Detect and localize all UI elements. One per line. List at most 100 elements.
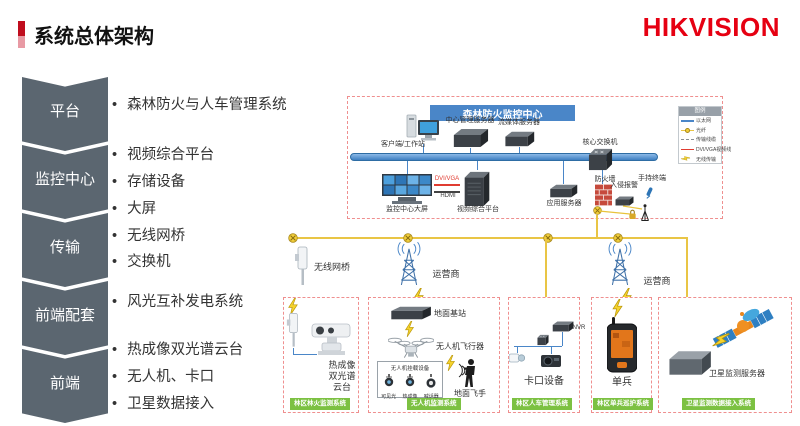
- line: [514, 346, 562, 347]
- section-satellite-footer: 卫星监测数据接入系统: [682, 398, 755, 410]
- management-server-label: 中心管理服务器: [445, 117, 495, 124]
- fiber-drop-center: [596, 215, 598, 238]
- legend-row: 以太网: [679, 116, 721, 126]
- bullet-item: •视频综合平台: [112, 143, 214, 164]
- thermal-payload-icon: [405, 374, 415, 388]
- wireless-line-icon: [681, 150, 694, 168]
- legend-label: 光纤: [696, 127, 707, 134]
- sidebar-item-transmission: 传输: [22, 213, 108, 287]
- sidebar-label: 前端配套: [34, 306, 95, 324]
- legend-row: 光纤: [679, 126, 721, 136]
- line: [563, 161, 564, 184]
- carrier-label: 运营商: [432, 269, 460, 279]
- bullet-dot: •: [112, 294, 118, 310]
- fiber-drop-satellite: [686, 239, 688, 352]
- media-server-label: 流媒体服务器: [498, 119, 540, 126]
- bullet-item: • 存储设备: [112, 170, 185, 191]
- lightning-icon: [611, 299, 624, 317]
- handheld-terminal-label: 手持终端: [638, 175, 666, 182]
- bullet-item: •交换机: [112, 250, 171, 271]
- line: [423, 144, 424, 153]
- payload-label: 喊话器: [423, 394, 439, 400]
- ethernet-bus: [350, 153, 658, 161]
- legend-label: 以太网: [696, 118, 712, 125]
- section-checkpoint-footer: 林区人车管理系统: [512, 398, 572, 410]
- ground-station-label: 地面基站: [434, 309, 466, 318]
- payload-item: 热成像: [401, 374, 419, 400]
- fiber-drop-checkpoint: [545, 239, 547, 333]
- video-platform-label: 视频综合平台: [457, 206, 499, 213]
- wireless-bridge-icon: [294, 246, 310, 286]
- bullet-camera-icon: [509, 351, 525, 365]
- lightning-icon: [445, 355, 456, 371]
- nvr-label: NVR: [572, 325, 586, 331]
- bullet-item: •热成像双光谱云台: [112, 338, 243, 359]
- handheld-terminal-icon: [645, 186, 654, 200]
- app-server-label: 应用服务器: [546, 200, 582, 207]
- fiber-line-icon: [681, 127, 694, 133]
- uav-payload-title: 无人机挂载设备: [390, 366, 430, 372]
- bullet-text: 视频综合平台: [127, 147, 215, 163]
- bullet-dot: •: [112, 97, 118, 113]
- line: [293, 354, 317, 355]
- video-platform-icon: [462, 170, 492, 206]
- page-title: 系统总体架构: [34, 26, 154, 48]
- carrier-tower-icon: [390, 242, 428, 288]
- bullet-text: 风光互补发电系统: [127, 294, 244, 310]
- visible-light-payload-icon: [384, 374, 394, 388]
- media-server-icon: [503, 131, 535, 147]
- thermal-ptz-camera-icon: [308, 322, 354, 358]
- speaker-payload-icon: [426, 374, 436, 388]
- bullet-text: 大屏: [127, 201, 157, 217]
- thermal-ptz-label: 热成像 双光谱 云台: [322, 360, 362, 393]
- payload-item: 可见光: [380, 374, 398, 400]
- sidebar-label: 传输: [49, 238, 80, 256]
- legend: 图例 以太网 光纤 传输线缆 DVI/VGA视频线 无线传输: [678, 106, 731, 164]
- section-soldier-footer: 林区单兵巡护系统: [593, 398, 653, 410]
- bullet-dot: •: [112, 174, 118, 190]
- bullet-dot: •: [112, 201, 118, 217]
- nvr-icon: [551, 321, 574, 332]
- bullet-item: • 森林防火与人车管理系统: [112, 93, 287, 114]
- ground-pilot-label: 地面飞手: [454, 389, 486, 398]
- firewall-label: 防火墙: [594, 176, 616, 183]
- line: [470, 148, 471, 153]
- sidebar-item-monitor-center: 监控中心: [22, 145, 108, 219]
- bullet-text: 存储设备: [127, 174, 186, 190]
- video-line-icon: [681, 148, 694, 151]
- bullet-item: •卫星数据接入: [112, 392, 214, 413]
- hdmi-label: HDMI: [440, 193, 456, 199]
- workstation-icon: [406, 114, 440, 144]
- core-switch-icon: [587, 147, 614, 172]
- app-server-icon: [548, 184, 578, 198]
- legend-label: 无线传输: [696, 156, 717, 163]
- bullet-text: 交换机: [127, 254, 171, 270]
- line: [477, 161, 478, 170]
- thermal-ptz-label-line: 云台: [332, 382, 351, 392]
- hikvision-logo: HIKVISION: [642, 12, 780, 42]
- bullet-item: • 大屏: [112, 197, 156, 218]
- bullet-text: 无人机、卡口: [127, 369, 215, 385]
- drone-label: 无人机飞行器: [436, 342, 484, 351]
- satellite-receiver-label: 卫星监测服务器: [709, 369, 765, 378]
- ethernet-line-icon: [681, 120, 694, 122]
- legend-title: 图例: [679, 107, 721, 116]
- bullet-text: 无线网桥: [127, 228, 186, 244]
- line: [517, 347, 518, 353]
- section-thermal-footer: 林区林火监测系统: [290, 398, 350, 410]
- bullet-text: 森林防火与人车管理系统: [127, 97, 287, 113]
- thermal-ptz-label-line: 双光谱: [328, 371, 356, 381]
- bullet-dot: •: [112, 396, 118, 412]
- payload-label: 可见光: [381, 394, 397, 400]
- carrier-tower-icon: [601, 242, 639, 288]
- line: [519, 147, 520, 153]
- sidebar-label: 前端: [49, 374, 80, 392]
- checkpoint-label: 卡口设备: [524, 376, 564, 387]
- sidebar-label: 监控中心: [34, 170, 95, 188]
- soldier-handheld-icon: [607, 317, 637, 373]
- hdmi-line: [434, 191, 460, 193]
- bullet-dot: •: [112, 342, 118, 358]
- soldier-label: 单兵: [612, 377, 632, 388]
- fiber-connector-icon: [288, 233, 298, 243]
